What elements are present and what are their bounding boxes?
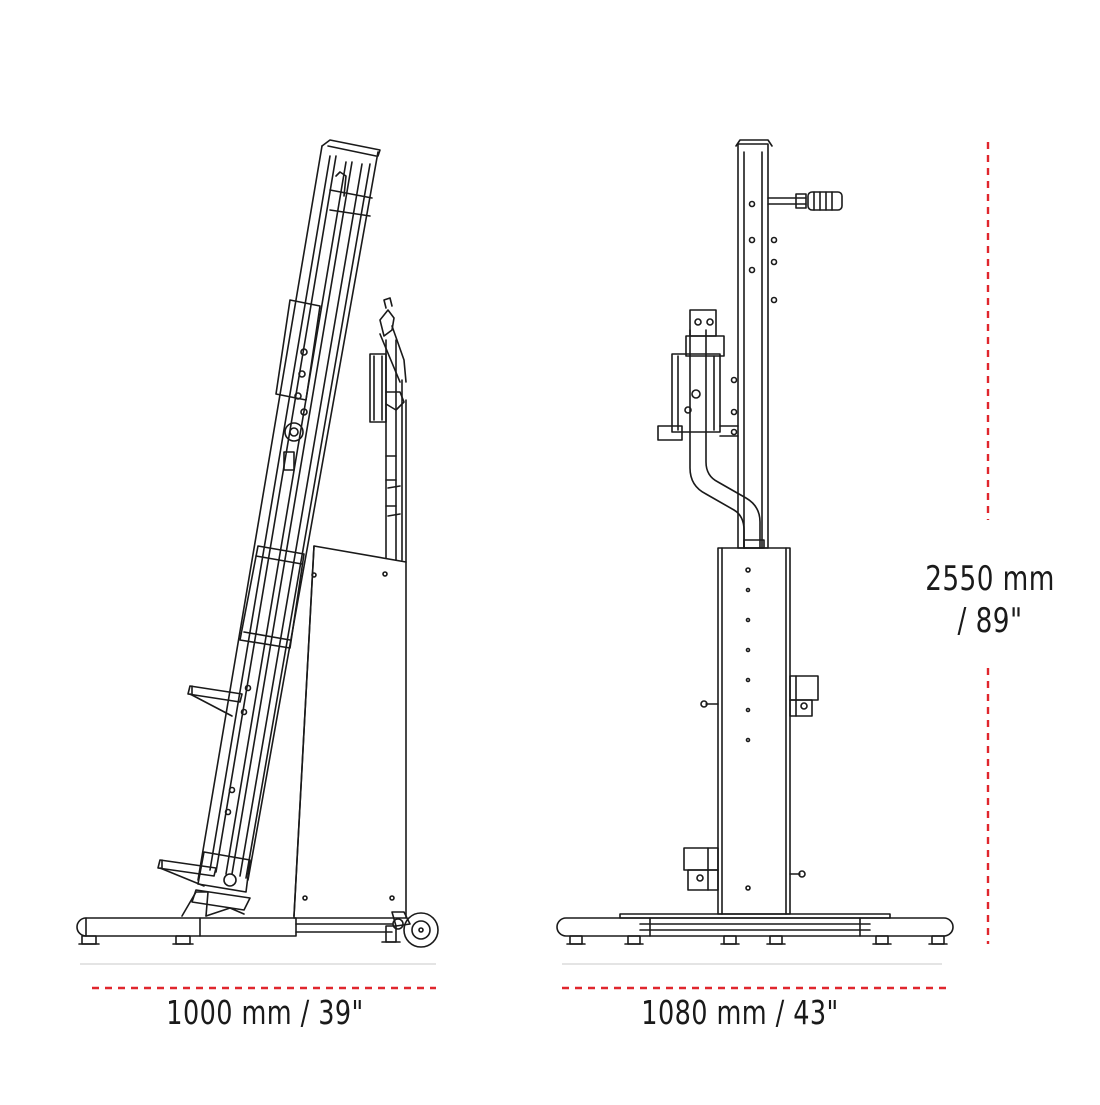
side-lower-step xyxy=(157,859,217,887)
side-feet xyxy=(78,925,401,945)
height-label-inch: / 89" xyxy=(957,601,1023,641)
side-upper-step xyxy=(187,685,243,717)
front-view-drawing xyxy=(556,139,954,945)
front-column xyxy=(730,139,778,549)
side-column xyxy=(181,139,381,917)
front-feet xyxy=(566,935,948,945)
height-label: 2550 mm / 89" xyxy=(913,558,1068,642)
height-label-mm: 2550 mm xyxy=(925,559,1055,599)
front-left-lower-step xyxy=(683,847,719,891)
side-view-drawing xyxy=(76,139,439,948)
side-width-label: 1000 mm / 39" xyxy=(166,993,364,1032)
front-top-handle xyxy=(767,191,843,211)
front-pad-assembly xyxy=(657,309,739,441)
side-top-pad xyxy=(369,297,407,423)
front-curved-arm xyxy=(689,329,761,549)
side-wheel xyxy=(391,911,439,948)
front-width-label: 1080 mm / 43" xyxy=(641,993,839,1032)
side-cabinet xyxy=(293,545,407,919)
side-base-tube xyxy=(76,917,393,937)
front-base-tube xyxy=(556,913,954,937)
front-right-upper-step xyxy=(789,675,819,717)
side-rear-post xyxy=(385,339,407,563)
front-cabinet xyxy=(700,539,806,915)
